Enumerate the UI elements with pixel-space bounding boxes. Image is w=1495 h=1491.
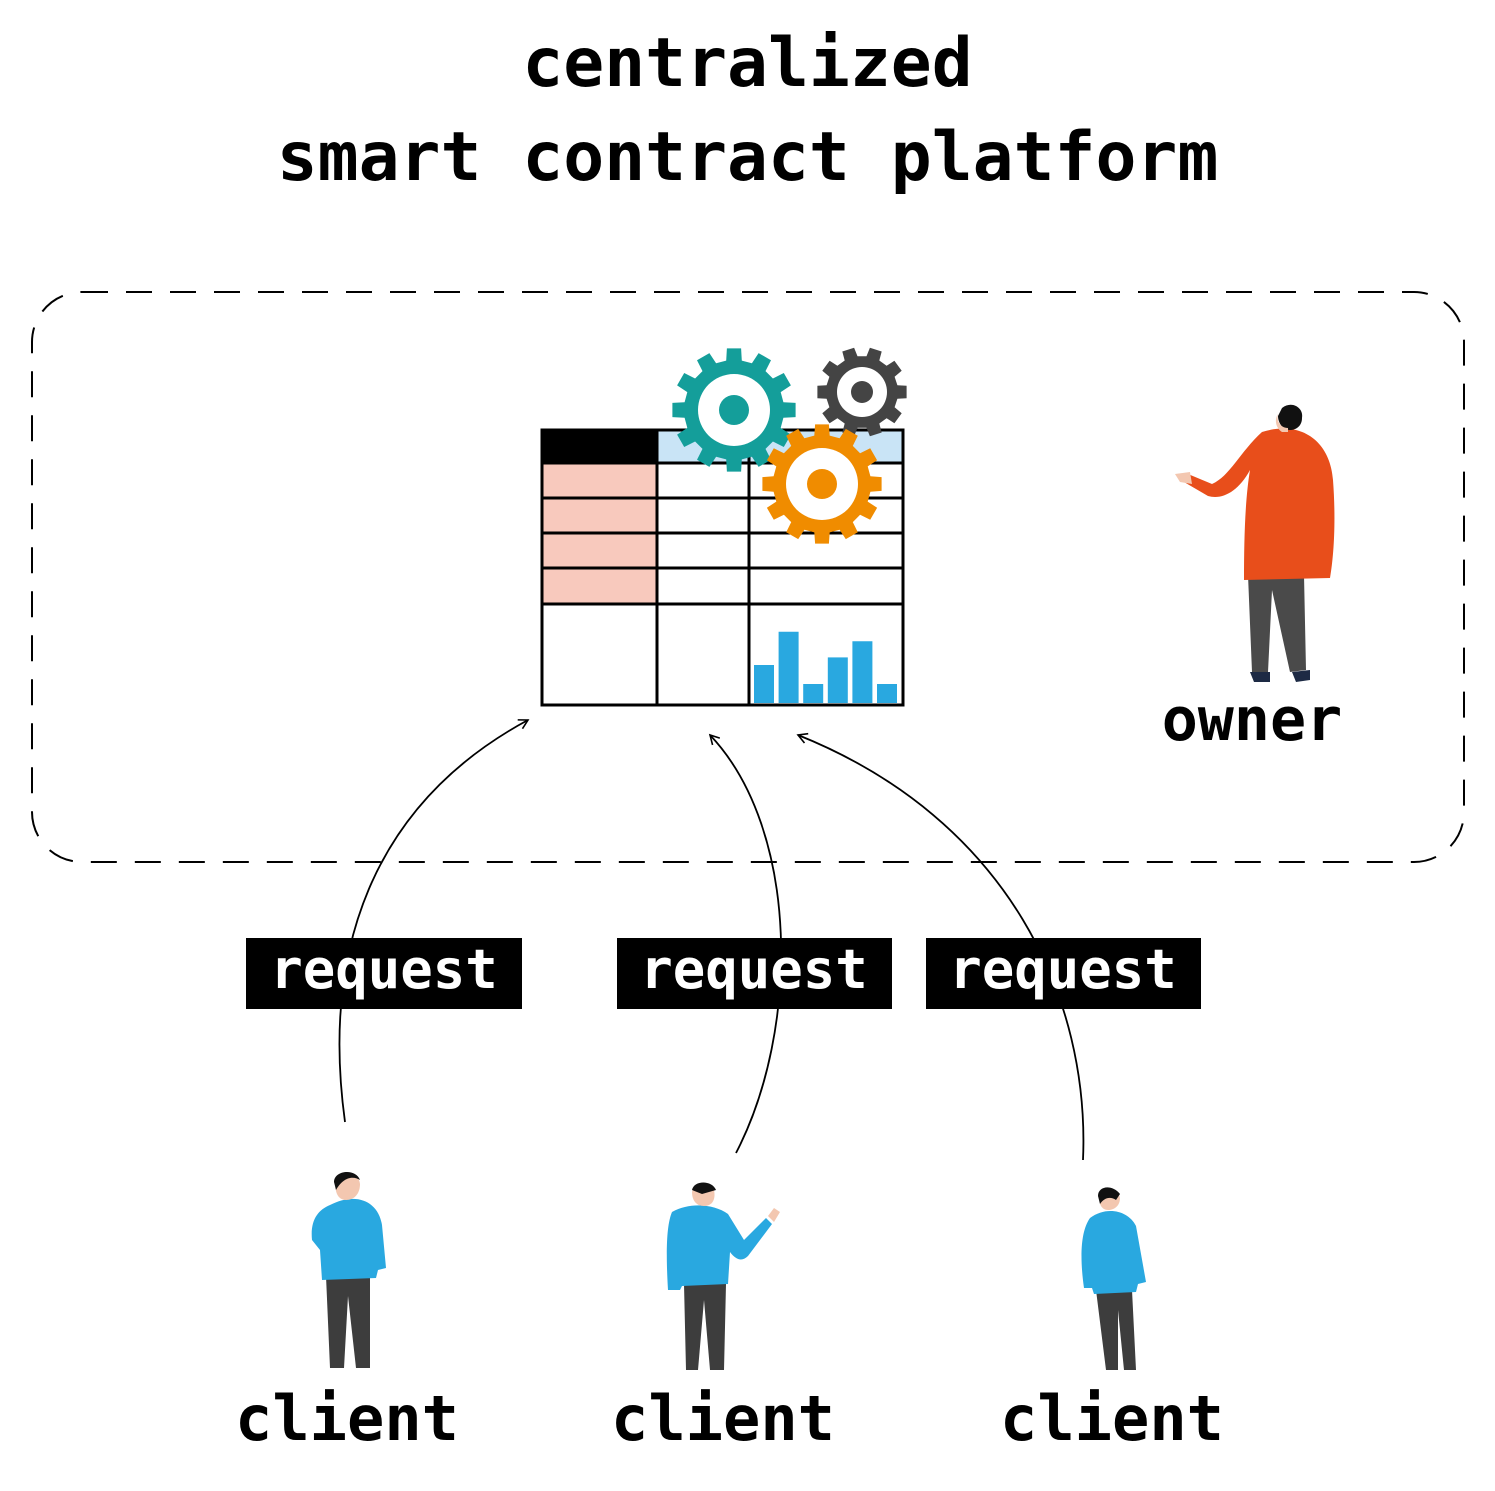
client-figure-icon bbox=[666, 1182, 780, 1370]
owner-label: owner bbox=[1162, 685, 1343, 755]
chart-bar bbox=[754, 665, 774, 703]
request-label: request bbox=[640, 938, 868, 1001]
chart-bar bbox=[852, 641, 873, 703]
highlight-row bbox=[542, 533, 657, 568]
request-arrow bbox=[338, 719, 530, 1123]
client-label: client bbox=[1000, 1382, 1224, 1455]
title-line-2: smart contract platform bbox=[276, 118, 1219, 197]
chart-bar bbox=[827, 657, 848, 703]
client-label: client bbox=[611, 1382, 835, 1455]
platform-boundary bbox=[31, 291, 1465, 863]
gear-icon-teal bbox=[672, 348, 796, 472]
request-arrow bbox=[796, 732, 1085, 1161]
chart-bar bbox=[803, 684, 824, 703]
highlight-row bbox=[542, 568, 657, 604]
gear-icon-orange bbox=[762, 424, 882, 544]
request-tag: request bbox=[617, 938, 892, 1009]
chart-bar bbox=[778, 631, 799, 703]
client-figure-icon bbox=[1081, 1187, 1146, 1370]
bar-chart-icon bbox=[754, 631, 897, 703]
highlight-rows bbox=[542, 463, 657, 604]
request-tag: request bbox=[246, 938, 522, 1009]
highlight-row bbox=[542, 498, 657, 533]
client-figure-icon bbox=[311, 1171, 386, 1368]
request-tag: request bbox=[926, 938, 1201, 1009]
title-line-1: centralized bbox=[522, 24, 973, 103]
request-label: request bbox=[949, 938, 1177, 1001]
client-label: client bbox=[235, 1382, 459, 1455]
header-dark-cell bbox=[542, 430, 657, 463]
gear-icon-dark bbox=[817, 347, 907, 437]
request-label: request bbox=[270, 938, 498, 1001]
highlight-row bbox=[542, 463, 657, 498]
chart-bar bbox=[877, 684, 897, 703]
request-arrow bbox=[708, 733, 783, 1154]
owner-figure-icon bbox=[1175, 404, 1335, 682]
